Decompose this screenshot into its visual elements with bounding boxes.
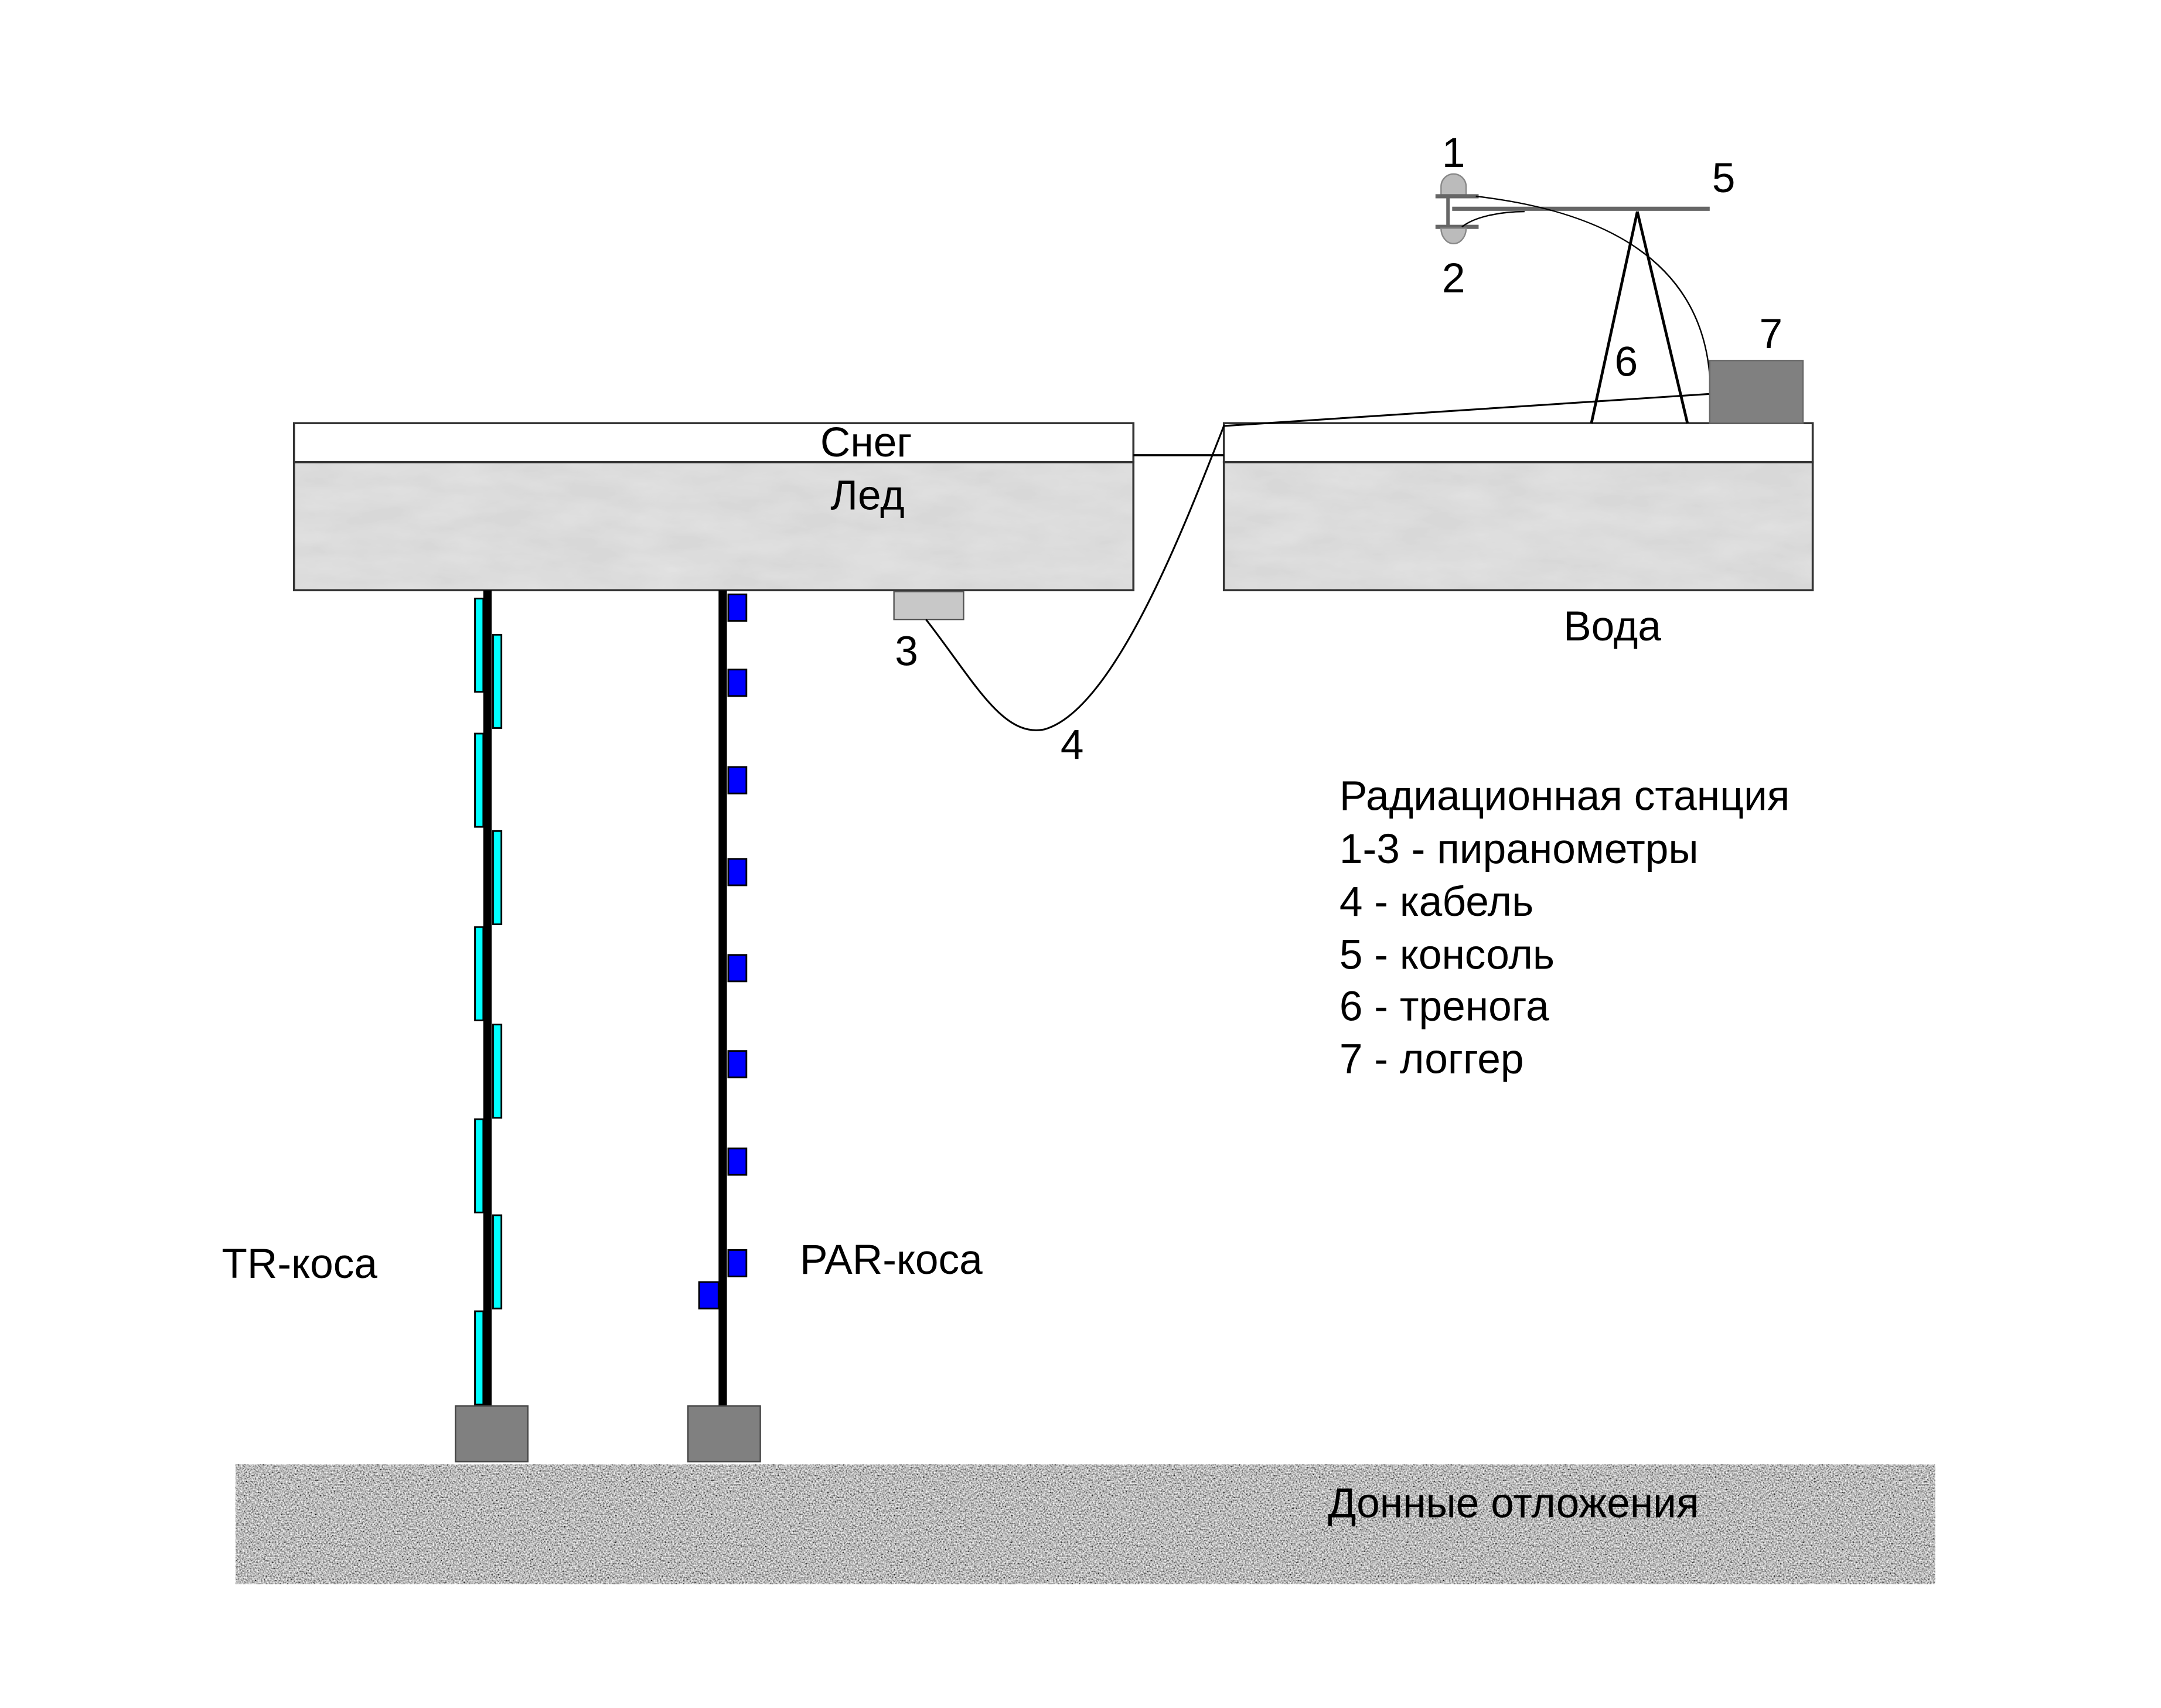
legend-title: Радиационная станция bbox=[1339, 773, 1790, 820]
right-ice-floe bbox=[1222, 422, 1814, 592]
sediment-label: Донные отложения bbox=[1328, 1480, 1699, 1527]
tr-string-cable bbox=[483, 590, 492, 1409]
pyranometer-1 bbox=[1440, 173, 1467, 196]
snow-layer bbox=[1222, 422, 1814, 463]
tr-sensor bbox=[492, 1214, 503, 1310]
pyranometer-2 bbox=[1440, 227, 1467, 244]
par-sensor bbox=[727, 1249, 748, 1277]
legend-item: 4 - кабель bbox=[1339, 878, 1533, 925]
snow-layer bbox=[292, 422, 1135, 463]
tr-sensor bbox=[474, 1118, 485, 1213]
tr-sensor bbox=[474, 732, 485, 828]
par-string-label: PAR-коса bbox=[800, 1236, 983, 1283]
par-sensor bbox=[727, 858, 748, 887]
par-string bbox=[698, 590, 748, 1409]
marker-6: 6 bbox=[1614, 338, 1638, 385]
par-string-cable bbox=[718, 590, 727, 1409]
pyranometer-3 bbox=[893, 591, 964, 621]
left-ice-floe bbox=[292, 422, 1135, 592]
tr-sensor bbox=[474, 1310, 485, 1406]
legend: Радиационная станция 1-3 - пиранометры 4… bbox=[1339, 773, 1790, 1083]
logger-7 bbox=[1709, 360, 1804, 424]
marker-3: 3 bbox=[895, 628, 918, 675]
sensor-cable bbox=[1461, 210, 1525, 228]
par-sensor bbox=[698, 1281, 720, 1310]
radiation-station: 1 2 5 6 7 bbox=[1435, 129, 1804, 424]
tr-string-label: TR-коса bbox=[221, 1240, 377, 1287]
marker-1: 1 bbox=[1442, 129, 1465, 176]
ice-label: Лед bbox=[830, 472, 904, 519]
water-label: Вода bbox=[1563, 603, 1661, 650]
par-sensor bbox=[727, 1147, 748, 1176]
ice-layer bbox=[1223, 462, 1813, 591]
tr-anchor bbox=[455, 1405, 529, 1462]
cable-4 bbox=[925, 393, 1710, 731]
ice-layer bbox=[294, 462, 1134, 591]
snow-label: Снег bbox=[820, 419, 912, 466]
tripod-6-left-leg bbox=[1590, 211, 1639, 424]
marker-5: 5 bbox=[1712, 155, 1736, 202]
par-sensor bbox=[727, 954, 748, 983]
legend-item: 1-3 - пиранометры bbox=[1339, 826, 1699, 872]
marker-2: 2 bbox=[1442, 255, 1465, 302]
tr-sensor bbox=[474, 926, 485, 1021]
par-sensor bbox=[727, 669, 748, 697]
tr-sensor bbox=[492, 830, 503, 925]
bottom-sediment bbox=[235, 1464, 1935, 1584]
marker-4: 4 bbox=[1061, 721, 1084, 768]
tr-sensor bbox=[474, 598, 485, 693]
par-sensor bbox=[727, 594, 748, 622]
tripod-6-right-leg bbox=[1635, 211, 1689, 424]
legend-item: 7 - логгер bbox=[1339, 1036, 1524, 1083]
par-sensor bbox=[727, 766, 748, 795]
par-sensor bbox=[727, 1050, 748, 1079]
tr-sensor bbox=[492, 633, 503, 729]
tr-sensor bbox=[492, 1024, 503, 1119]
legend-item: 6 - тренога bbox=[1339, 983, 1549, 1029]
legend-item: 5 - консоль bbox=[1339, 931, 1555, 978]
par-anchor bbox=[687, 1405, 761, 1462]
tr-string bbox=[474, 590, 503, 1409]
sensor-cable bbox=[1475, 195, 1711, 376]
marker-7: 7 bbox=[1760, 311, 1783, 357]
